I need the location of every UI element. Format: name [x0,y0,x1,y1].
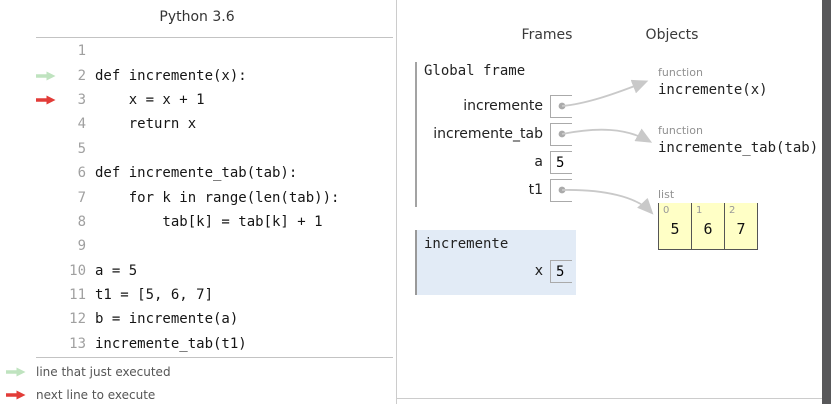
objects-column-header: Objects [645,27,699,43]
variable-name: t1 [528,182,543,198]
code-text: incremente_tab(t1) [95,335,247,352]
code-text: return x [95,116,197,133]
variable-value: 5 [550,151,572,174]
line-number: 2 [77,67,86,84]
code-text: x = x + 1 [95,91,205,108]
code-line: 12 b = incremente(a) [36,307,393,331]
code-line: 7 for k in range(len(tab)): [36,185,393,209]
heap-list-object: list 0 5 1 6 2 7 [658,188,758,250]
just-executed-arrow-icon [36,71,56,81]
code-listing: 1 2 def incremente(x): 3 x = x + 1 4 ret… [36,37,393,359]
frame-variable-row: incremente_tab [424,123,594,146]
code-text: tab[k] = tab[k] + 1 [95,213,323,230]
legend-item: line that just executed [5,360,171,383]
frame-variable-row: a 5 [424,151,594,174]
legend-label: line that just executed [36,364,171,379]
variable-name: a [534,154,543,170]
panel-divider [396,0,397,404]
code-text: for k in range(len(tab)): [95,189,340,206]
code-text: t1 = [5, 6, 7] [95,287,214,304]
list-value: 6 [703,220,713,238]
active-frame-incremente: incremente x 5 [415,230,576,295]
function-signature: incremente(x) [658,82,768,98]
code-text: a = 5 [95,262,138,279]
code-line: 1 [36,39,393,63]
code-text: b = incremente(a) [95,311,239,328]
viz-bottom-border [397,398,822,399]
line-number: 8 [77,213,86,230]
line-number: 5 [77,140,86,157]
line-number: 7 [77,189,86,206]
code-line: 9 [36,234,393,258]
gutter [36,95,60,105]
list-cell: 2 7 [724,203,758,250]
code-line: 8 tab[k] = tab[k] + 1 [36,210,393,234]
variable-value: 5 [550,260,572,283]
green-arrow-icon [6,367,26,376]
object-type-label: list [658,188,675,201]
variable-pointer-cell [550,123,572,146]
code-text: def incremente(x): [95,67,247,84]
legend-label: next line to execute [36,387,156,402]
gutter [36,71,60,81]
code-line: 3 x = x + 1 [36,88,393,112]
legend-item: next line to execute [5,383,171,404]
frame-variable-row: t1 [424,179,594,202]
code-text: def incremente_tab(tab): [95,165,298,182]
code-line: 11 t1 = [5, 6, 7] [36,283,393,307]
line-number: 3 [77,91,86,108]
list-value: 7 [736,220,746,238]
code-line: 2 def incremente(x): [36,63,393,87]
function-signature: incremente_tab(tab) [658,140,819,156]
list-index: 0 [663,205,670,216]
list-cell: 1 6 [691,203,724,250]
code-line: 4 return x [36,112,393,136]
execution-legend: line that just executed next line to exe… [5,360,171,404]
frame-variable-row: incremente [424,95,594,118]
line-number: 6 [77,165,86,182]
variable-pointer-cell [550,95,572,118]
object-type-label: function [658,66,703,79]
heap-function-object: function incremente(x) [658,66,768,98]
frame-label: Global frame [424,63,526,79]
global-frame: Global frame incremente incremente_tab a… [415,62,594,207]
list-table: 0 5 1 6 2 7 [658,203,758,250]
code-line: 13 incremente_tab(t1) [36,332,393,356]
frames-column-header: Frames [521,27,573,43]
object-type-label: function [658,124,703,137]
list-cell: 0 5 [658,203,691,250]
variable-pointer-cell [550,179,572,202]
line-number: 9 [77,238,86,255]
variable-name: incremente_tab [433,126,543,142]
line-number: 12 [69,311,86,328]
line-number: 4 [77,116,86,133]
code-line: 10 a = 5 [36,259,393,283]
frame-variable-row: x 5 [424,260,576,283]
line-number: 10 [69,262,86,279]
vertical-scrollbar[interactable] [822,0,831,404]
frame-label: incremente [424,236,509,252]
code-line: 6 def incremente_tab(tab): [36,161,393,185]
list-index: 1 [696,205,703,216]
heap-function-object: function incremente_tab(tab) [658,124,818,156]
red-arrow-icon [6,390,26,399]
list-value: 5 [670,220,680,238]
list-index: 2 [729,205,736,216]
code-line: 5 [36,137,393,161]
next-line-arrow-icon [36,95,56,105]
code-language-title: Python 3.6 [159,9,235,25]
variable-name: incremente [463,98,543,114]
line-number: 1 [77,43,86,60]
line-number: 11 [69,287,86,304]
line-number: 13 [69,335,86,352]
variable-name: x [534,263,543,279]
